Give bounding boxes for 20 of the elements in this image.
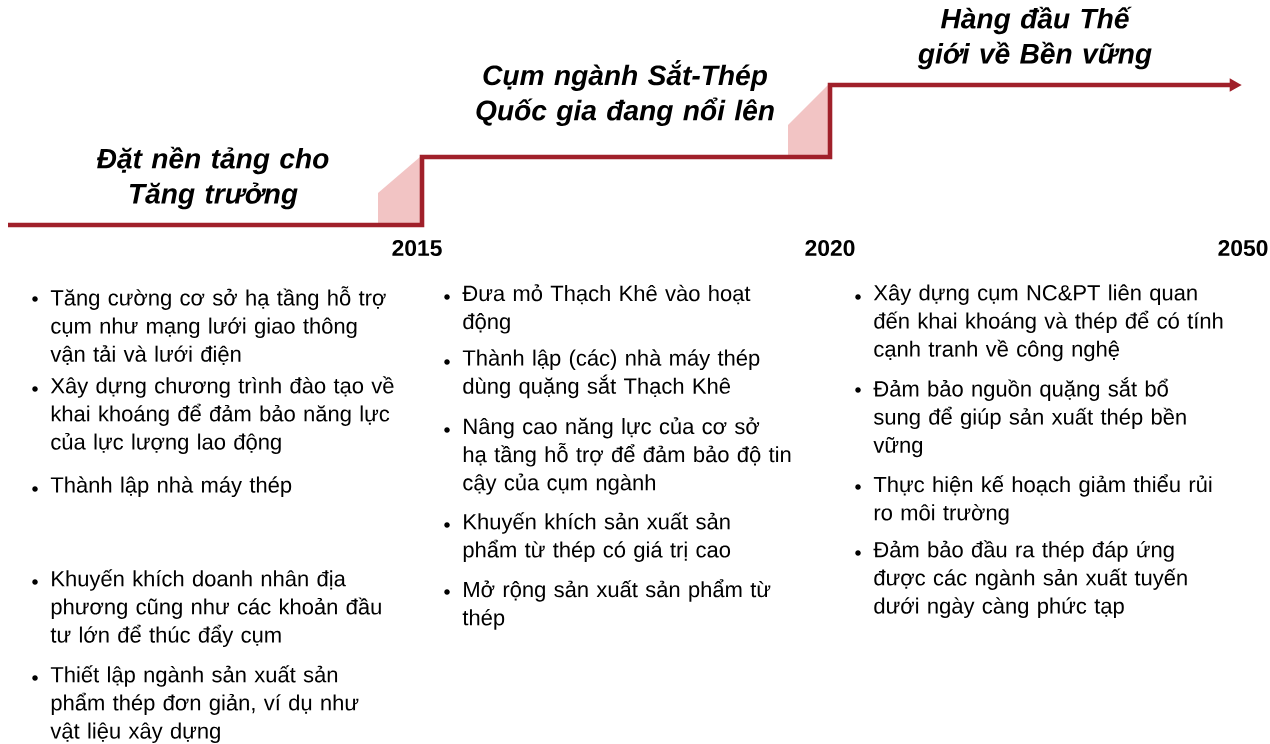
year-label: 2015	[392, 239, 442, 257]
bullet-item: Khuyến khích sản xuất sản phẩm từ thép có giá trị cao	[444, 512, 731, 562]
bullet-item: Xây dựng cụm NC&PT liên quan đến khai khoáng và thép để có tính cạnh tranh về công nghệ	[855, 284, 1223, 362]
year-label: 2020	[805, 239, 855, 257]
bullet-item: Tăng cường cơ sở hạ tầng hỗ trợ cụm như mạng lưới giao thông vận tải và lưới điện	[32, 286, 386, 365]
bullet-item: Đảm bảo nguồn quặng sắt bổ sung để giúp sản xuất thép bền vững	[855, 377, 1186, 458]
bullet-item: Thành lập nhà máy thép	[32, 476, 292, 498]
bullet-item: Thực hiện kế hoạch giảm thiểu rủi ro môi trường	[855, 474, 1212, 525]
phase-heading: Hàng đầu Thế giới về Bền vững	[917, 6, 1152, 70]
bullet-item: Thành lập (các) nhà máy thép dùng quặng sắt Thạch Khê	[444, 349, 760, 399]
phase-heading: Cụm ngành Sắt-Thép Quốc gia đang nổi lên	[476, 60, 774, 127]
bullet-item: Đưa mỏ Thạch Khê vào hoạt động	[444, 284, 751, 334]
bullet-item: Khuyến khích doanh nhân địa phương cũng như các khoản đầu tư lớn để thúc đẩy cụm	[32, 569, 381, 647]
bullet-item: Đảm bảo đầu ra thép đáp ứng được các ngành sản xuất tuyến dưới ngày càng phức tạp	[855, 540, 1187, 618]
bullet-item: Xây dựng chương trình đào tạo về khai khoáng để đảm bảo năng lực của lực lượng lao động	[32, 376, 394, 454]
bullet-item: Mở rộng sản xuất sản phẩm từ thép	[444, 579, 771, 630]
phase-heading: Đặt nền tảng cho Tăng trưởng	[96, 146, 329, 210]
bullet-item: Thiết lập ngành sản xuất sản phẩm thép đơn giản, ví dụ như vật liệu xây dựng	[32, 665, 359, 743]
bullet-item: Nâng cao năng lực của cơ sở hạ tầng hỗ trợ để đảm bảo độ tin cậy của cụm ngành	[444, 417, 791, 495]
year-label: 2050	[1218, 239, 1268, 257]
